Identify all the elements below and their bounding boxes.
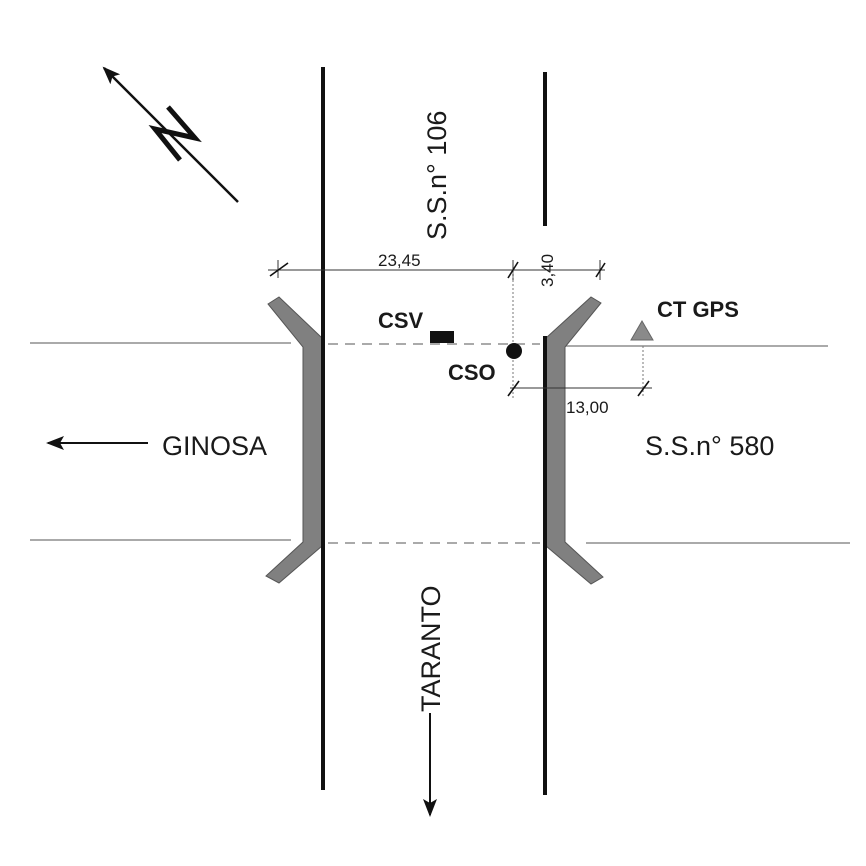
dimension-width-label: 23,45 — [378, 251, 421, 270]
taranto-label: TARANTO — [416, 585, 446, 712]
barrier-left — [265, 296, 323, 584]
dimension-gps-label: 13,00 — [566, 398, 609, 417]
cso-label: CSO — [448, 360, 496, 385]
north-arrow-icon — [102, 66, 239, 203]
csv-label: CSV — [378, 308, 424, 333]
cross-road-edges — [30, 342, 850, 544]
cso-marker — [506, 343, 522, 359]
csv-marker — [430, 331, 454, 343]
ct-gps-label: CT GPS — [657, 297, 739, 322]
barrier-right — [545, 296, 604, 585]
ct-gps-marker — [630, 320, 654, 341]
dimension-gps — [507, 346, 652, 398]
cross-road-label: S.S.n° 580 — [645, 431, 774, 461]
dimension-top — [268, 260, 606, 343]
main-road-label: S.S.n° 106 — [422, 111, 452, 240]
dimension-offset-label: 3,40 — [538, 254, 557, 287]
ginosa-label: GINOSA — [162, 431, 267, 461]
